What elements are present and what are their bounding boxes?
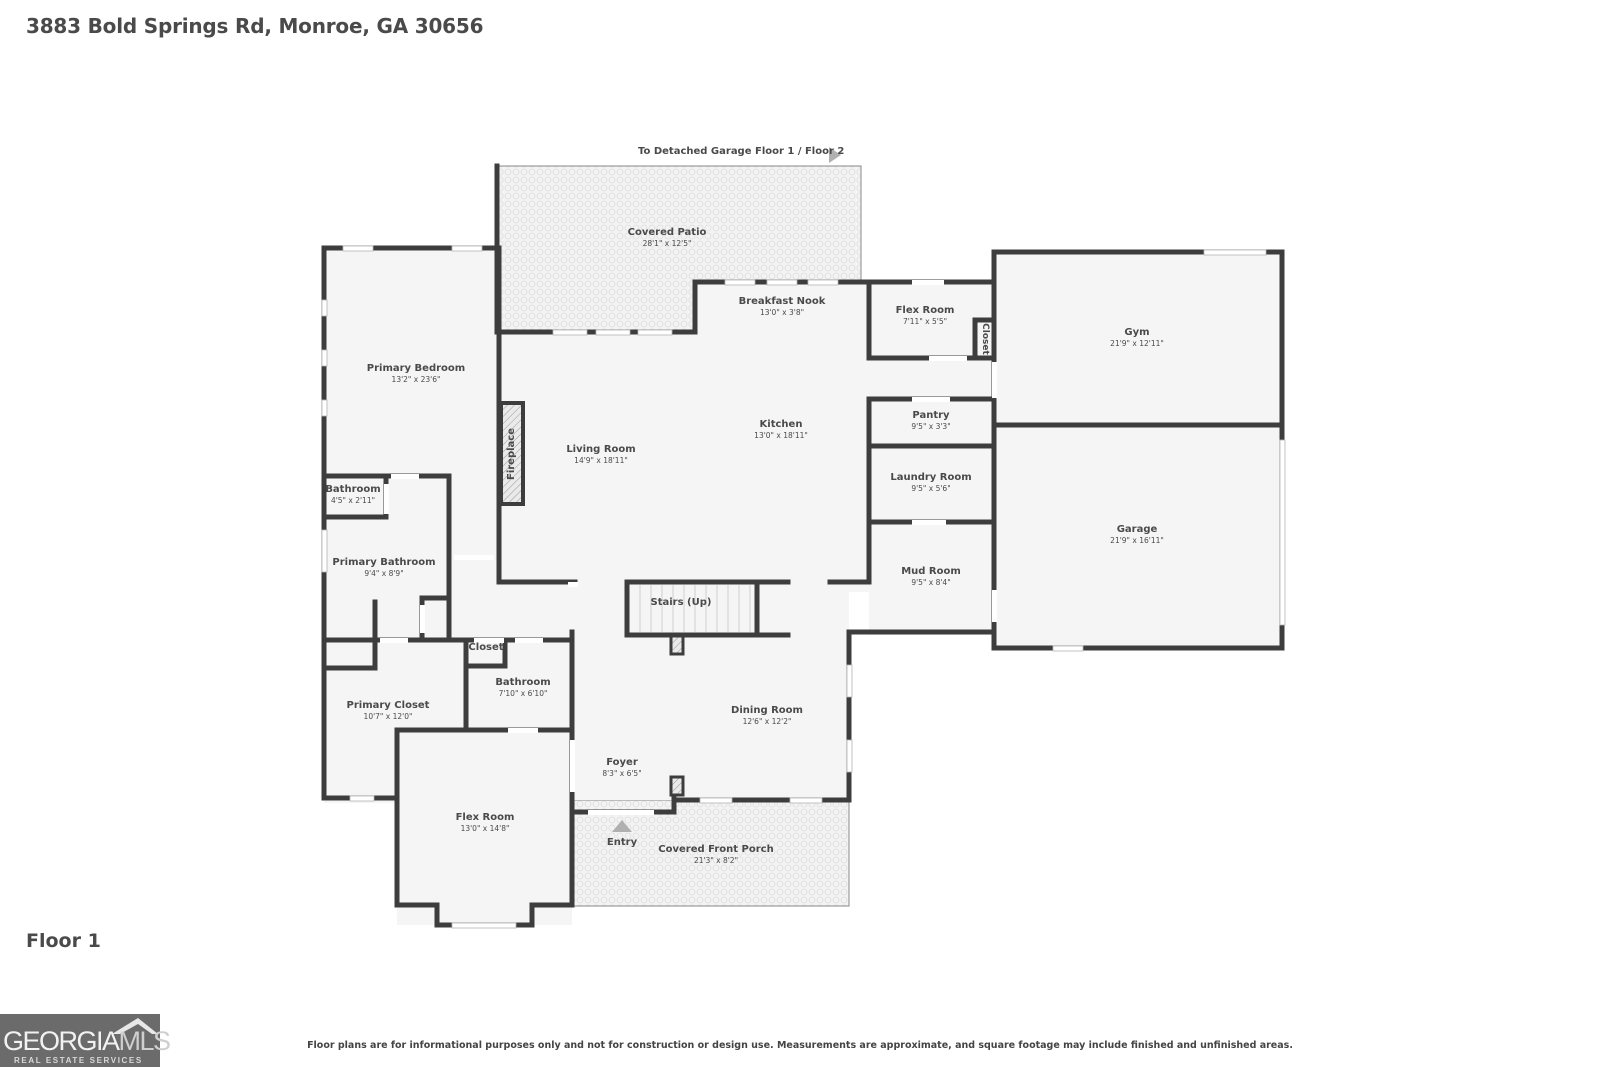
logo-text-mls: MLS <box>118 1026 172 1056</box>
room-breakfast-nook: Breakfast Nook 13'0" x 3'8" <box>738 296 826 317</box>
georgia-mls-logo: GEORGIAMLS REAL ESTATE SERVICES <box>0 1014 171 1067</box>
room-gym: Gym 21'9" x 12'11" <box>1110 327 1164 348</box>
room-foyer: Foyer 8'3" x 6'5" <box>602 757 642 778</box>
room-kitchen: Kitchen 13'0" x 18'11" <box>754 419 808 440</box>
floor-label: Floor 1 <box>26 930 101 952</box>
property-address: 3883 Bold Springs Rd, Monroe, GA 30656 <box>26 14 484 38</box>
room-flex-room: Flex Room 13'0" x 14'8" <box>455 812 515 833</box>
room-living-room: Living Room 14'9" x 18'11" <box>566 444 636 465</box>
room-entry: Entry <box>606 837 638 848</box>
room-primary-bedroom: Primary Bedroom 13'2" x 23'6" <box>366 363 466 384</box>
arrow-right-icon[interactable] <box>829 147 841 163</box>
detached-garage-link[interactable]: To Detached Garage Floor 1 / Floor 2 <box>638 146 845 157</box>
entry-arrow-icon <box>612 820 632 832</box>
room-bathroom-small: Bathroom 4'5" x 2'11" <box>325 484 381 505</box>
logo-subtitle: REAL ESTATE SERVICES <box>14 1056 143 1065</box>
room-fireplace: Fireplace <box>506 427 517 481</box>
room-mud-room: Mud Room 9'5" x 8'4" <box>901 566 961 587</box>
windows <box>321 245 1286 929</box>
doors <box>380 280 997 815</box>
room-primary-closet: Primary Closet 10'7" x 12'0" <box>346 700 430 721</box>
fireplace-shape <box>499 401 525 506</box>
room-dining-room: Dining Room 12'6" x 12'2" <box>731 705 803 726</box>
room-primary-bathroom: Primary Bathroom 9'4" x 8'9" <box>332 557 436 578</box>
stair-treads <box>639 585 751 632</box>
room-bathroom: Bathroom 7'10" x 6'10" <box>495 677 551 698</box>
column <box>669 775 685 797</box>
disclaimer: Floor plans are for informational purpos… <box>307 1040 1293 1051</box>
room-covered-front-porch: Covered Front Porch 21'3" x 8'2" <box>658 844 774 865</box>
room-pantry: Pantry 9'5" x 3'3" <box>911 410 951 431</box>
room-closet-small: Closet <box>980 323 990 355</box>
roof-icon <box>112 1018 158 1034</box>
logo-text-georgia: GEORGIA <box>3 1026 120 1056</box>
room-laundry-room: Laundry Room 9'5" x 5'6" <box>890 472 972 493</box>
room-garage: Garage 21'9" x 16'11" <box>1110 524 1164 545</box>
column <box>669 634 685 656</box>
room-covered-patio: Covered Patio 28'1" x 12'5" <box>627 227 707 248</box>
room-stairs: Stairs (Up) <box>650 597 712 608</box>
room-closet-hall: Closet <box>468 642 504 653</box>
room-flex-room-small: Flex Room 7'11" x 5'5" <box>895 305 955 326</box>
